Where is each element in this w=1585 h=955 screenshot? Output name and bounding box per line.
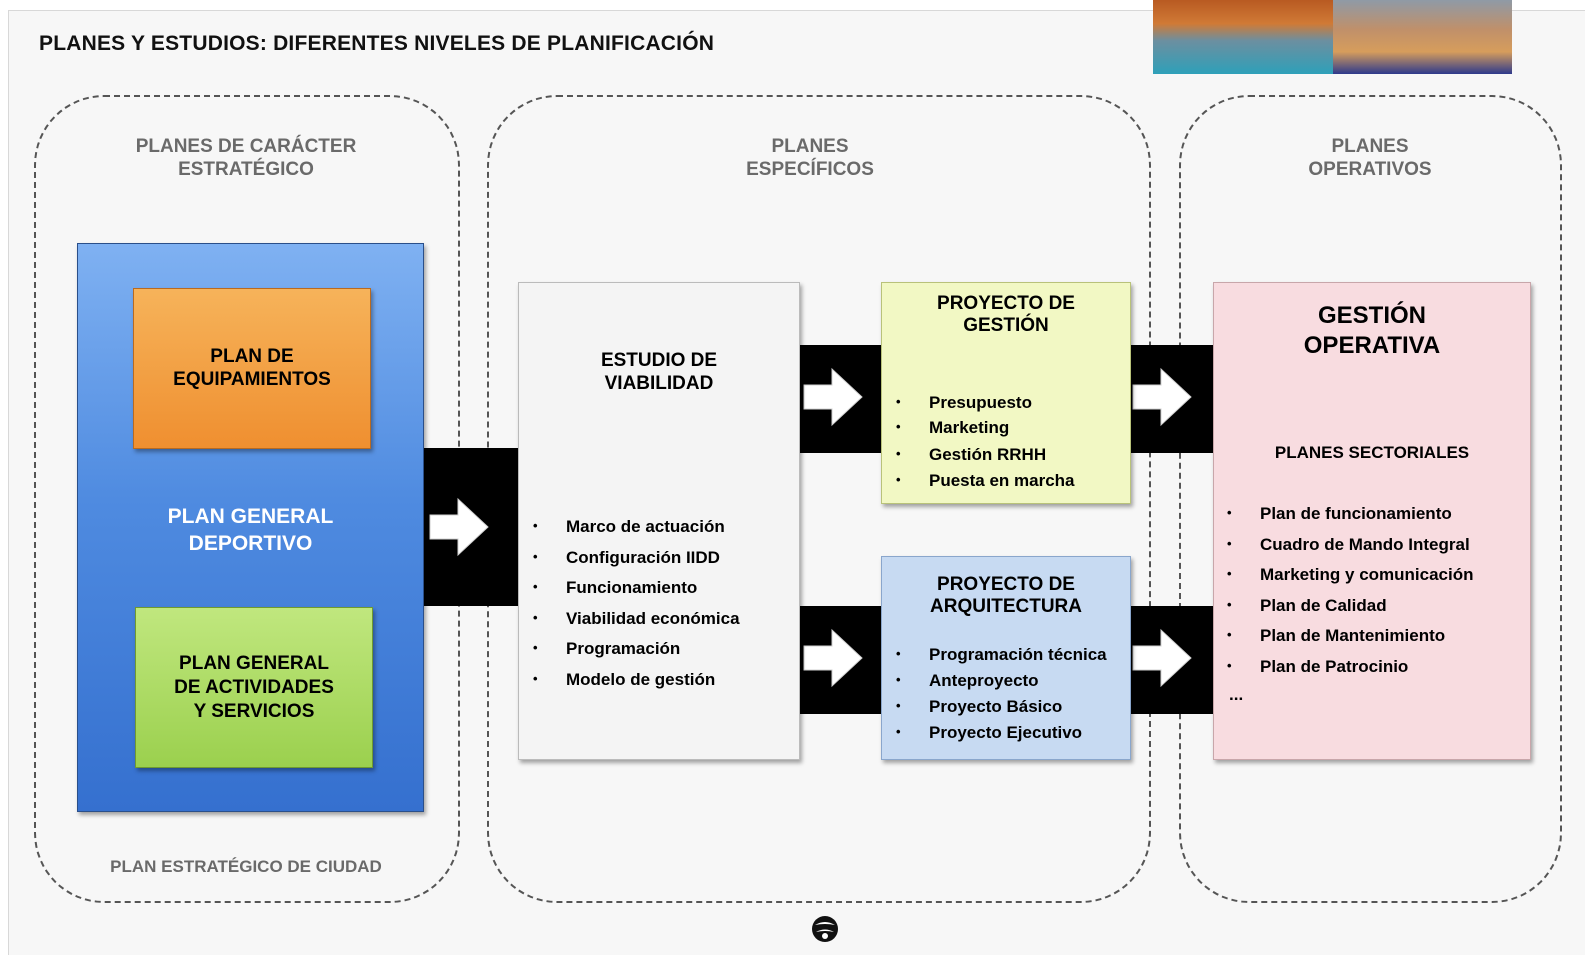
proyecto-gestion-title: PROYECTO DE GESTIÓN [937,293,1075,336]
page-title: PLANES Y ESTUDIOS: DIFERENTES NIVELES DE… [39,32,715,55]
right-arrow-icon [1132,367,1192,427]
list-item: Viabilidad económica [533,609,739,639]
management-list: Presupuesto Marketing Gestión RRHH Puest… [896,393,1075,497]
list-item: Proyecto Básico [896,697,1107,723]
plan-equipamientos-box: PLAN DE EQUIPAMIENTOS [133,288,371,449]
list-item: Puesta en marcha [896,471,1074,497]
list-item: Funcionamiento [533,578,740,609]
list-item: Configuración IIDD [533,548,740,578]
list-item: Marketing y comunicación [1227,565,1473,596]
proyecto-arquitectura-title: PROYECTO DE ARQUITECTURA [930,574,1082,617]
list-item: Proyecto Ejecutivo [896,723,1107,749]
gestion-operativa-title: GESTIÓN OPERATIVA [1303,302,1441,359]
estudio-viabilidad-box: ESTUDIO DE VIABILIDAD Marco de actuación… [518,282,800,760]
pool-photo [1153,0,1333,74]
operative-list: Plan de funcionamiento Cuadro de Mando I… [1227,504,1474,687]
zone-strategic-label: PLANES DE CARÁCTER ESTRATÉGICO [135,136,357,180]
operative-ellipsis: ... [1229,685,1244,704]
architecture-list: Programación técnica Anteproyecto Proyec… [896,645,1107,749]
estudio-viabilidad-title: ESTUDIO DE VIABILIDAD [600,350,718,394]
plan-equipamientos-label: PLAN DE EQUIPAMIENTOS [173,346,331,390]
viability-list: Marco de actuación Configuración IIDD Fu… [533,517,740,700]
gestion-operativa-box: GESTIÓN OPERATIVA PLANES SECTORIALES Pla… [1213,282,1531,760]
list-item: Gestión RRHH [896,445,1075,471]
right-arrow-icon [1132,628,1192,688]
list-item: Marketing [896,418,1075,445]
right-arrow-icon [429,497,489,557]
proyecto-gestion-box: PROYECTO DE GESTIÓN Presupuesto Marketin… [881,282,1131,504]
plan-actividades-label: PLAN GENERAL DE ACTIVIDADES Y SERVICIOS [174,653,334,722]
brand-logo-icon [812,916,838,942]
list-item: Cuadro de Mando Integral [1227,535,1474,565]
zone-strategic-footer: PLAN ESTRATÉGICO DE CIUDAD [110,857,382,876]
zone-specific-label: PLANES ESPECÍFICOS [746,136,874,180]
list-item: Plan de Calidad [1227,596,1474,626]
zone-operative-label: PLANES OPERATIVOS [1308,136,1432,180]
list-item: Programación técnica [896,645,1107,671]
sports-facility-photo [1153,0,1512,74]
right-arrow-icon [803,628,863,688]
proyecto-arquitectura-box: PROYECTO DE ARQUITECTURA Programación té… [881,556,1131,760]
list-item: Programación [533,639,740,670]
plan-actividades-box: PLAN GENERAL DE ACTIVIDADES Y SERVICIOS [135,607,373,768]
list-item: Anteproyecto [896,671,1107,697]
list-item: Plan de Mantenimiento [1227,626,1474,657]
list-item: Plan de funcionamiento [1227,504,1474,535]
plan-general-deportivo-label: PLAN GENERAL DEPORTIVO [167,505,334,555]
gym-photo [1332,0,1512,74]
right-arrow-icon [803,367,863,427]
list-item: Marco de actuación [533,517,740,548]
zone-operative [1179,95,1562,903]
list-item: Plan de Patrocinio [1227,657,1474,687]
list-item: Presupuesto [896,393,1075,418]
list-item: Modelo de gestión [533,670,740,700]
planes-sectoriales-subtitle: PLANES SECTORIALES [1274,443,1470,462]
